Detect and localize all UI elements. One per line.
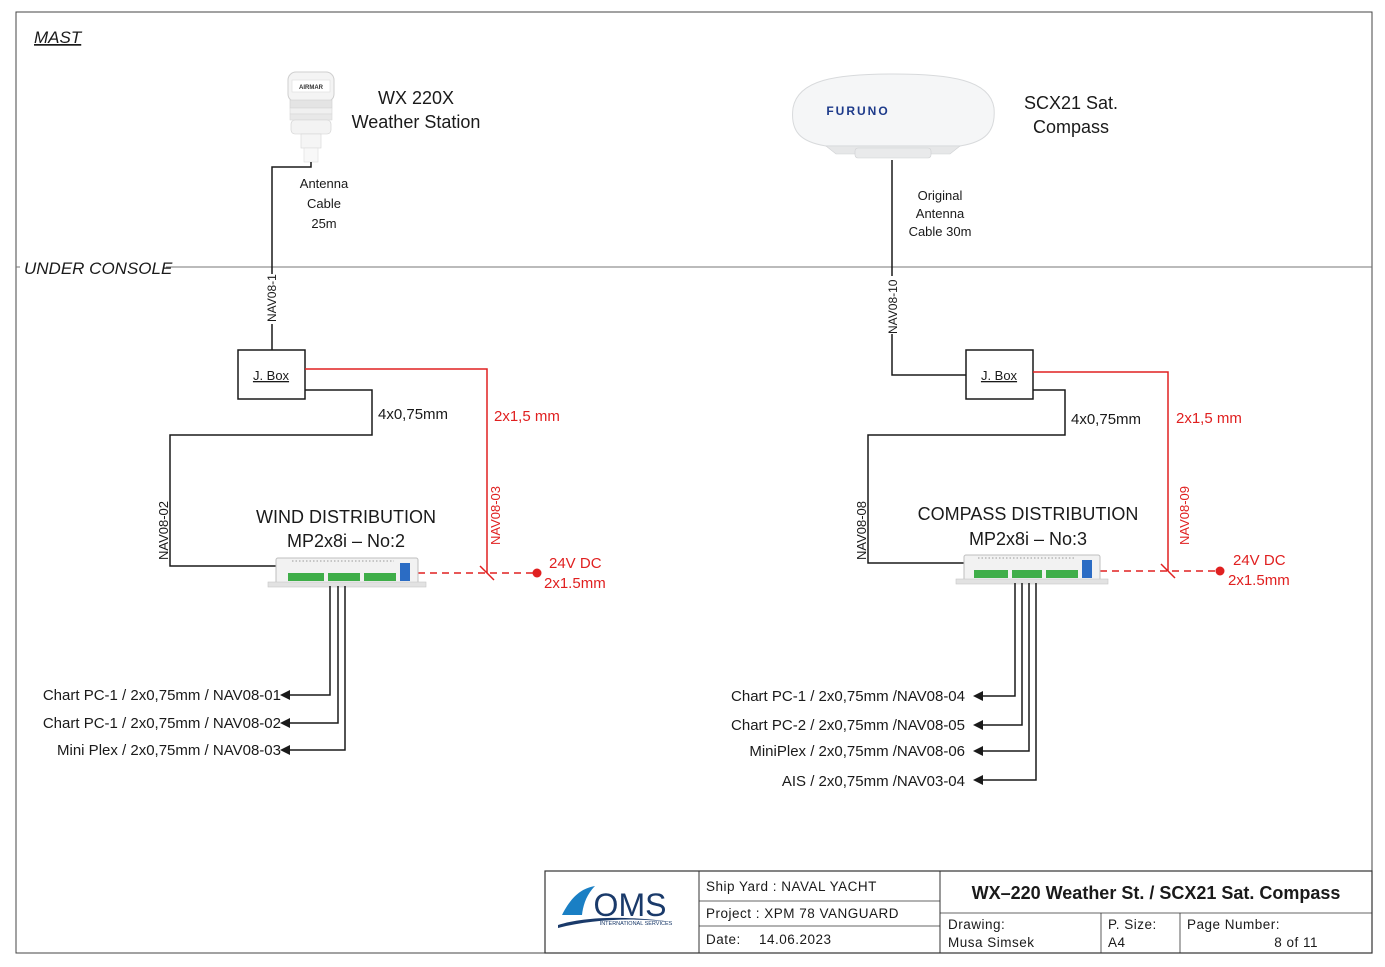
right-output-label-1: Chart PC-1 / 2x0,75mm /NAV08-04 <box>731 688 965 705</box>
right-power-cable-spec: 2x1.5mm <box>1228 572 1290 589</box>
ship-yard: Ship Yard : NAVAL YACHT <box>706 879 877 894</box>
right-power-cable-size: 2x1,5 mm <box>1176 410 1242 427</box>
drawing-author: Musa Simsek <box>948 935 1035 950</box>
zone-label-under-console: UNDER CONSOLE <box>24 259 173 278</box>
oms-logo: OMS INTERNATIONAL SERVICES <box>558 886 673 928</box>
compass-cable-label-3: Cable 30m <box>909 224 972 239</box>
jbox-right <box>965 349 1034 400</box>
right-output-label-2: Chart PC-2 / 2x0,75mm /NAV08-05 <box>731 717 965 734</box>
cable-id-nav08-10: NAV08-10 <box>886 279 900 334</box>
left-power-cable <box>305 368 488 573</box>
zone-label-mast: MAST <box>34 28 83 47</box>
left-power-source-dot <box>532 568 542 578</box>
left-power-cable-spec: 2x1.5mm <box>544 575 606 592</box>
weather-cable-label-3: 25m <box>311 216 336 231</box>
zone-label-bg <box>20 257 166 277</box>
jbox-left <box>237 349 306 400</box>
cable-id-nav08-1: NAV08-1 <box>265 274 279 322</box>
left-output-label-1: Chart PC-1 / 2x0,75mm / NAV08-01 <box>43 687 281 704</box>
left-power-cable-size: 2x1,5 mm <box>494 408 560 425</box>
cable-id-bg <box>262 274 282 324</box>
left-output-label-2: Chart PC-1 / 2x0,75mm / NAV08-02 <box>43 715 281 732</box>
wind-distribution-title: WIND DISTRIBUTION <box>256 507 436 527</box>
wind-distribution-model: MP2x8i – No:2 <box>287 531 405 551</box>
weather-station-device: AIRMAR <box>287 71 335 163</box>
right-power-cable <box>1033 371 1169 571</box>
wind-distribution-device <box>267 557 427 588</box>
compass-antenna-cable <box>891 160 966 376</box>
compass-cable-label-1: Original <box>918 188 963 203</box>
right-power-tick <box>1160 563 1176 579</box>
right-power-cable-id: NAV08-09 <box>1177 486 1192 545</box>
page-number-label: Page Number: <box>1187 917 1280 932</box>
right-output-label-3: MiniPlex / 2x0,75mm /NAV08-06 <box>749 743 965 760</box>
oms-logo-text: OMS <box>594 887 667 923</box>
right-power-source-dot <box>1215 566 1225 576</box>
weather-antenna-cable <box>271 162 312 350</box>
oms-logo-subtitle: INTERNATIONAL SERVICES <box>600 921 673 927</box>
cable-id-bg <box>882 276 902 334</box>
left-power-cable-id: NAV08-03 <box>488 486 503 545</box>
right-output-label-4: AIS / 2x0,75mm /NAV03-04 <box>782 773 965 790</box>
page-number-value: 8 of 11 <box>1274 935 1318 950</box>
right-output-cables <box>973 583 1037 785</box>
furuno-logo-text: FURUNO <box>826 104 889 118</box>
sat-compass-device: FURUNO <box>792 73 995 159</box>
left-data-cable <box>169 389 373 567</box>
drawing-title: WX–220 Weather St. / SCX21 Sat. Compass <box>972 883 1341 903</box>
left-power-voltage: 24V DC <box>549 555 602 572</box>
left-output-label-3: Mini Plex / 2x0,75mm / NAV08-03 <box>57 742 281 759</box>
airmar-logo-text: AIRMAR <box>299 85 324 91</box>
right-data-cable-size: 4x0,75mm <box>1071 411 1141 428</box>
paper-size-value: A4 <box>1108 935 1126 950</box>
left-power-tick <box>479 565 495 581</box>
drawing-label: Drawing: <box>948 917 1005 932</box>
compass-distribution-title: COMPASS DISTRIBUTION <box>918 504 1139 524</box>
weather-cable-label-2: Cable <box>307 196 341 211</box>
left-data-cable-id: NAV08-02 <box>156 501 171 560</box>
right-data-cable <box>867 389 1066 564</box>
date-value: 14.06.2023 <box>759 932 832 947</box>
compass-distribution-device <box>955 554 1109 585</box>
left-data-cable-size: 4x0,75mm <box>378 406 448 423</box>
paper-size-label: P. Size: <box>1108 917 1157 932</box>
sat-compass-title: SCX21 Sat. <box>1024 93 1118 113</box>
weather-station-subtitle: Weather Station <box>352 112 481 132</box>
date-label: Date: <box>706 932 741 947</box>
right-data-cable-id: NAV08-08 <box>854 501 869 560</box>
weather-cable-label-1: Antenna <box>300 176 349 191</box>
jbox-left-label: J. Box <box>253 368 290 383</box>
weather-station-title: WX 220X <box>378 88 454 108</box>
title-block <box>544 870 1373 954</box>
sat-compass-subtitle: Compass <box>1033 117 1109 137</box>
right-power-voltage: 24V DC <box>1233 552 1286 569</box>
compass-distribution-model: MP2x8i – No:3 <box>969 529 1087 549</box>
left-output-cables <box>280 586 346 755</box>
compass-cable-label-2: Antenna <box>916 206 965 221</box>
jbox-right-label: J. Box <box>981 368 1018 383</box>
project-name: Project : XPM 78 VANGUARD <box>706 906 899 921</box>
